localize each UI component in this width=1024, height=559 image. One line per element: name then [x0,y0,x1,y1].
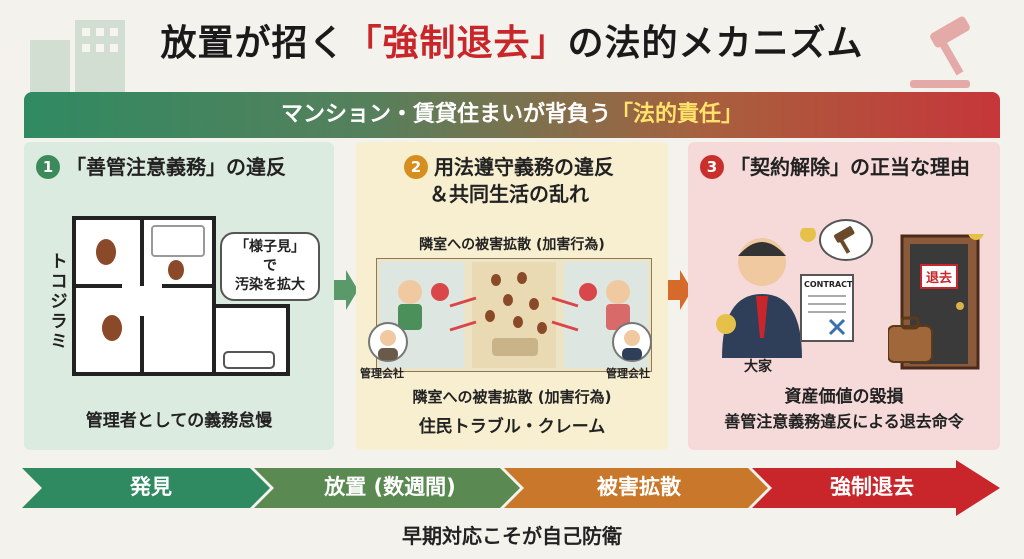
flow-arrow-1 [334,270,358,310]
contract-icon [800,274,854,342]
panel3-title: 3「契約解除」の正当な理由 [700,154,990,181]
flow-arrow-2 [668,270,692,310]
timeline-step-3: 被害拡散 [597,475,681,499]
timeline-step-1: 発見 [130,475,172,499]
manager-label-left: 管理会社 [360,367,404,380]
panel2-subtitle: 隣室への被害拡散 (加害行為) [419,237,605,253]
panel3-caption2: 善管注意義務違反による退去命令 [724,412,964,431]
speech-bubble: 「様子見」で汚染を拡大 [220,232,320,301]
floorplan-illustration [72,216,290,376]
manager-avatar-right-icon [612,322,652,362]
responsibility-banner: マンション・賃貸住まいが背負う「法的責任」 [24,92,1000,138]
landlord-label: 大家 [744,359,772,375]
timeline-step-4-shape [752,460,1000,516]
step-number-3: 3 [700,155,724,179]
building-silhouette-icon [30,20,125,100]
step-number-2: 2 [404,155,428,179]
gavel-bubble-icon [819,219,873,261]
timeline-step-4: 強制退去 [830,475,914,499]
panel3-caption1: 資産価値の毀損 [784,387,904,407]
timeline-step-2-shape [254,468,520,508]
footer-message: 早期対応こそが自己防衛 [402,524,622,548]
page-title: 放置が招く「強制退去」の法的メカニズム [160,23,864,64]
gavel-icon [910,16,970,88]
timeline-chevrons [22,460,1000,516]
timeline-step-2: 放置 (数週間) [324,475,456,499]
panel-duty-of-care: 1「善管注意義務」の違反 トコジラミ 「様子見」で汚染を拡大 管理者としての義務… [24,142,334,450]
panel1-title: 1「善管注意義務」の違反 [36,154,324,181]
contract-label: CONTRACT [804,280,853,289]
landlord-illustration [716,228,816,358]
panel1-caption: 管理者としての義務怠慢 [85,411,273,431]
step-number-1: 1 [36,155,60,179]
timeline-step-1-shape [22,468,270,508]
manager-label-right: 管理会社 [606,367,650,380]
timeline-step-3-shape [504,468,768,508]
bedbug-label: トコジラミ [50,252,68,352]
panel-contract-termination: 3「契約解除」の正当な理由 大家 CONTRACT 退去 資産価値の毀損 善管注… [688,142,1000,450]
panel2-caption2: 住民トラブル・クレーム [418,417,606,437]
manager-avatar-left-icon [368,322,408,362]
panel2-caption1: 隣室への被害拡散 (加害行為) [412,388,612,406]
exit-sign: 退去 [920,264,959,289]
door-exit-illustration [888,234,984,370]
apartment-rooms-illustration [376,258,652,372]
